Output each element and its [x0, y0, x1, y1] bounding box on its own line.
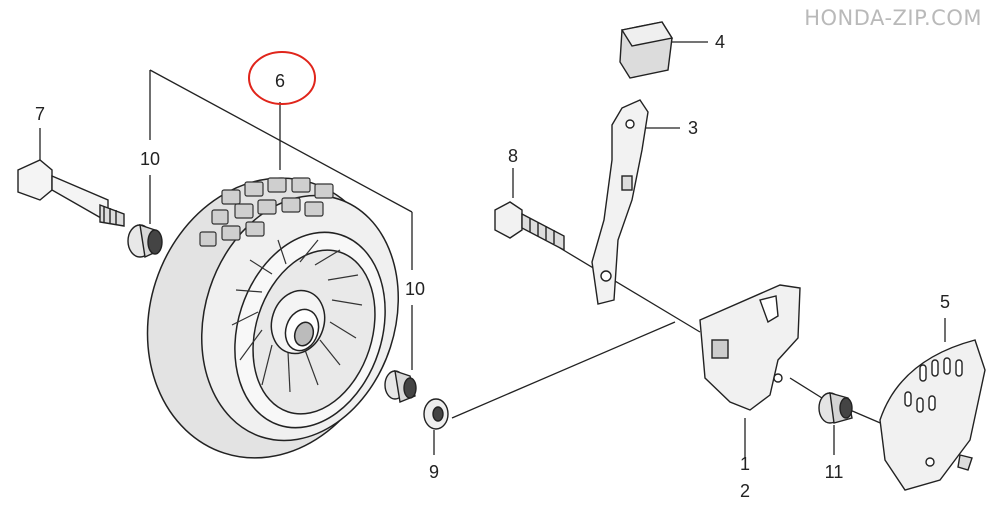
cap-part-4 — [619, 21, 674, 79]
callout-8: 8 — [508, 146, 518, 166]
washer-part-9 — [423, 398, 449, 430]
callout-10-lower: 10 — [405, 279, 425, 299]
callout-9: 9 — [429, 462, 439, 482]
bolt-part-8 — [494, 201, 565, 252]
watermark: HONDA-ZIP.COM — [804, 6, 982, 30]
callout-7: 7 — [35, 104, 45, 124]
leader-lines — [39, 41, 946, 458]
callout-5: 5 — [940, 292, 950, 312]
callout-2: 2 — [740, 481, 750, 501]
bushing-part-10-upper — [127, 223, 163, 259]
highlight-circle — [248, 51, 316, 105]
callout-1: 1 — [740, 454, 750, 474]
spacer-part-11 — [818, 392, 853, 424]
axle-bolt-part-7 — [17, 159, 125, 227]
bracket-part-3 — [591, 99, 649, 305]
height-bracket-part-1-2 — [699, 284, 801, 411]
callout-10-upper: 10 — [140, 149, 160, 169]
callout-6: 6 — [275, 71, 285, 91]
callout-4: 4 — [715, 32, 725, 52]
bushing-part-10-lower — [384, 369, 417, 403]
callout-3: 3 — [688, 118, 698, 138]
wheel-part-6 — [146, 177, 400, 459]
cover-plate-part-5 — [879, 339, 986, 491]
callout-11: 11 — [825, 462, 844, 482]
